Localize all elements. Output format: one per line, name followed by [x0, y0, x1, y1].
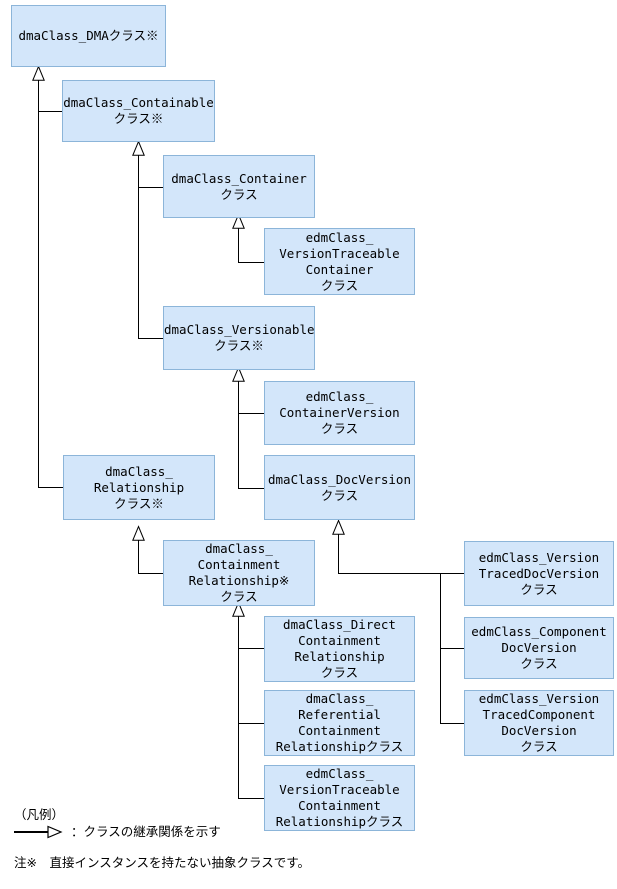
class-box-label: edmClass_ ContainerVersion クラス: [279, 389, 400, 436]
class-box-dmaclass-directcontainmentrelationship[interactable]: dmaClass_Direct Containment Relationship…: [264, 616, 415, 682]
generalization-triangle-icon-container-vtcontainer: [232, 213, 245, 229]
legend: （凡例） ：クラスの継承関係を示す 注※ 直接インスタンスを持たない抽象クラスで…: [14, 806, 310, 871]
edge-containment-to-direct-horizontal: [238, 648, 265, 649]
edge-versionable-to-containerversion-vertical: [238, 381, 239, 413]
class-box-edmclass-versiontraceablecontainer[interactable]: edmClass_ VersionTraceable Container クラス: [264, 228, 415, 295]
class-box-label: dmaClass_Versionable クラス※: [164, 322, 315, 353]
edge-containment-to-vtcontainment-horizontal: [238, 798, 265, 799]
legend-generalization-row: ：クラスの継承関係を示す: [14, 823, 310, 840]
generalization-triangle-icon-docversion-rightcolumn: [332, 519, 345, 535]
class-box-dmaclass-relationship[interactable]: dmaClass_ Relationship クラス※: [63, 455, 215, 520]
edge-rightcolumn-to-componentdocversion-horizontal: [440, 648, 465, 649]
edge-containable-to-versionable-vertical: [138, 187, 139, 338]
edge-containment-to-referential-horizontal: [238, 723, 265, 724]
class-box-dmaclass-dma[interactable]: dmaClass_DMAクラス※: [11, 5, 166, 67]
class-box-dmaclass-docversion[interactable]: dmaClass_DocVersion クラス: [264, 455, 415, 520]
class-box-label: edmClass_Component DocVersion クラス: [471, 624, 607, 671]
generalization-triangle-icon-containable-container: [132, 140, 145, 156]
class-box-edmclass-versiontracedcomponentdocversion[interactable]: edmClass_Version TracedComponent DocVers…: [464, 690, 614, 756]
class-box-label: dmaClass_ Relationship クラス※: [93, 463, 185, 511]
class-box-edmclass-componentdocversion[interactable]: edmClass_Component DocVersion クラス: [464, 617, 614, 679]
class-box-label: edmClass_ VersionTraceable Container クラス: [279, 229, 400, 293]
class-box-label: dmaClass_DocVersion クラス: [268, 471, 411, 503]
edge-rightcolumn-to-vtcomponentdocversion-horizontal: [440, 723, 465, 724]
edge-container-to-vtcontainer-horizontal: [238, 262, 265, 263]
class-box-label: dmaClass_DMAクラス※: [18, 28, 159, 43]
edge-containable-to-versionable-horizontal: [138, 338, 164, 339]
edge-versionable-to-containerversion-horizontal: [238, 413, 265, 414]
generalization-triangle-icon-versionable-containerversion: [232, 366, 245, 382]
class-box-edmclass-versiontraceablecontainmentrelationship[interactable]: edmClass_ VersionTraceable Containment R…: [264, 765, 415, 831]
edge-containment-to-children-vertical: [238, 616, 239, 799]
edge-containable-to-container-vertical: [138, 155, 139, 187]
generalization-triangle-icon-dma-containable: [32, 65, 45, 81]
edge-versionable-to-docversion-vertical: [238, 413, 239, 488]
class-box-label: dmaClass_Direct Containment Relationship…: [283, 617, 396, 680]
class-box-label: edmClass_Version TracedComponent DocVers…: [478, 691, 600, 754]
legend-generalization-label: ：クラスの継承関係を示す: [71, 824, 221, 839]
class-box-dmaclass-referentialcontainmentrelationship[interactable]: dmaClass_ Referential Containment Relati…: [264, 690, 415, 756]
class-box-label: dmaClass_Container クラス: [171, 170, 307, 202]
edge-dma-to-containable-vertical: [38, 80, 39, 111]
class-box-label: dmaClass_ Referential Containment Relati…: [275, 691, 404, 754]
edge-relationship-to-containment-vertical: [138, 540, 139, 573]
class-box-label: edmClass_Version TracedDocVersion クラス: [478, 549, 600, 597]
edge-dma-to-relationship-horizontal: [38, 487, 64, 488]
edge-docversion-to-rightcolumn-vertical: [338, 520, 339, 574]
generalization-triangle-icon-containment-children: [232, 601, 245, 617]
edge-dma-to-containable-horizontal: [38, 111, 63, 112]
class-box-dmaclass-container[interactable]: dmaClass_Container クラス: [163, 155, 315, 218]
class-box-label: dmaClass_ Containment Relationship※ クラス: [188, 541, 290, 604]
edge-docversion-to-rightcolumn-horizontal: [338, 573, 441, 574]
edge-versionable-to-docversion-horizontal: [238, 488, 265, 489]
edge-containable-to-container-horizontal: [138, 187, 164, 188]
edge-dma-to-relationship-vertical: [38, 111, 39, 487]
class-box-edmclass-containerversion[interactable]: edmClass_ ContainerVersion クラス: [264, 381, 415, 445]
edge-rightcolumn-to-vtdocversion-horizontal: [440, 573, 465, 574]
generalization-triangle-icon-relationship-containment: [132, 525, 145, 541]
class-box-dmaclass-containmentrelationship[interactable]: dmaClass_ Containment Relationship※ クラス: [163, 540, 315, 606]
generalization-arrow-icon: [14, 825, 63, 838]
class-box-label: dmaClass_Containable クラス※: [63, 95, 214, 126]
class-box-edmclass-versiontraceddocversion[interactable]: edmClass_Version TracedDocVersion クラス: [464, 541, 614, 606]
edge-container-to-vtcontainer-vertical: [238, 228, 239, 262]
legend-note: 注※ 直接インスタンスを持たない抽象クラスです。: [14, 855, 310, 870]
edge-relationship-to-containment-horizontal: [138, 573, 164, 574]
class-box-dmaclass-versionable[interactable]: dmaClass_Versionable クラス※: [163, 306, 315, 370]
class-box-label: edmClass_ VersionTraceable Containment R…: [275, 766, 404, 829]
legend-heading: （凡例）: [14, 807, 65, 822]
class-box-dmaclass-containable[interactable]: dmaClass_Containable クラス※: [62, 80, 215, 142]
